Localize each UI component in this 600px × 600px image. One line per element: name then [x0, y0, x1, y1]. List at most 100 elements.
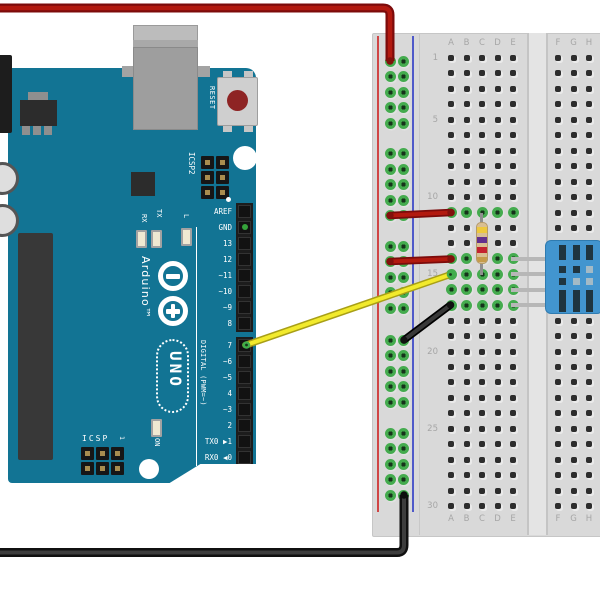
breadboard-hole [448, 194, 454, 201]
breadboard-hole [479, 503, 485, 510]
dht-vent-bar [559, 297, 566, 312]
breadboard-hole [510, 194, 516, 201]
dht11-lead [511, 256, 547, 261]
rail-hole [384, 55, 396, 67]
breadboard-hole [494, 55, 501, 61]
reset-button-tab [223, 71, 232, 78]
resistor-lead [480, 262, 483, 275]
breadboard-hole [586, 379, 592, 386]
breadboard-hole [586, 441, 592, 448]
breadboard-hole [494, 487, 501, 494]
header-pin [111, 447, 124, 460]
breadboard-hole [463, 317, 470, 324]
breadboard-hole [555, 163, 561, 170]
rail-hole [384, 86, 396, 98]
uno-badge [156, 339, 189, 413]
rail-hole [398, 458, 409, 470]
pin-label: AREF [213, 206, 232, 216]
column-letter: H [585, 38, 593, 48]
regulator-leg [44, 126, 52, 135]
breadboard-hole [586, 224, 592, 231]
rail-hole [398, 365, 409, 377]
header-pin [81, 462, 94, 475]
row-label: 5 [432, 114, 438, 125]
breadboard-hole [448, 132, 454, 139]
pin-label: 12 [222, 254, 232, 264]
breadboard-hole [510, 101, 516, 108]
rail-hole [384, 381, 396, 392]
breadboard-hole [570, 132, 577, 139]
breadboard-hole [448, 116, 454, 123]
pin-connected-dot [241, 224, 248, 230]
reset-button-cap[interactable] [227, 90, 248, 111]
breadboard-hole [494, 147, 501, 154]
breadboard-hole [463, 85, 470, 92]
rail-hole [384, 427, 396, 439]
dht-vent-hole [559, 289, 566, 297]
arduino-logo-plus-circle [158, 296, 188, 326]
breadboard-hole [570, 224, 577, 231]
breadboard-hole [494, 317, 501, 324]
header-pin-pad [115, 451, 120, 456]
column-letter: H [585, 514, 593, 524]
breadboard-hole [479, 116, 485, 123]
breadboard-hole [445, 268, 457, 280]
pin-socket [238, 204, 251, 218]
resistor[interactable] [476, 222, 488, 264]
breadboard-hole [555, 456, 561, 463]
breadboard-hole [555, 472, 561, 479]
breadboard-hole [448, 178, 454, 185]
reset-button-tab [244, 71, 253, 78]
pin-label: TX0 ▶1 [204, 436, 232, 446]
column-letter: A [448, 514, 454, 524]
pin-socket [238, 338, 251, 352]
breadboard-hole [479, 101, 485, 108]
rail-hole [398, 334, 409, 346]
breadboard-hole [555, 503, 561, 510]
breadboard-hole [586, 116, 592, 123]
breadboard-hole [476, 299, 488, 311]
breadboard-hole [448, 379, 454, 386]
breadboard-hole [476, 284, 488, 296]
rail-hole [398, 350, 409, 361]
breadboard-hole [479, 410, 485, 417]
breadboard-hole [448, 101, 454, 108]
dht11-sensor[interactable] [545, 240, 600, 314]
breadboard-hole [479, 163, 485, 170]
breadboard-hole [570, 348, 577, 355]
breadboard-hole [510, 85, 516, 92]
breadboard-hole [555, 116, 561, 123]
breadboard-hole [479, 70, 485, 77]
rail-hole [398, 102, 409, 113]
header-pin [111, 462, 124, 475]
rx-label: RX [140, 214, 148, 223]
pin-socket [238, 450, 251, 464]
rail-hole [384, 210, 396, 221]
digital-header-bottom [236, 336, 253, 466]
breadboard-hole [586, 410, 592, 417]
black-ground-wire[interactable] [0, 491, 409, 557]
rail-hole [384, 163, 396, 175]
breadboard-hole [445, 207, 457, 218]
rail-hole [384, 474, 396, 485]
breadboard-hole [586, 333, 592, 340]
dht11-lead [511, 303, 547, 308]
rail-hole [398, 271, 409, 283]
breadboard-hole [555, 101, 561, 108]
breadboard-hole [570, 456, 577, 463]
breadboard-hole [555, 85, 561, 92]
breadboard-hole [555, 55, 561, 61]
breadboard-hole [494, 410, 501, 417]
breadboard-hole [586, 394, 592, 401]
dht-vent-bar [586, 297, 593, 312]
breadboard-hole [479, 317, 485, 324]
breadboard-hole [448, 55, 454, 61]
voltage-regulator-tab [28, 92, 48, 101]
pin-label: 13 [222, 238, 232, 248]
rail-hole [398, 117, 409, 129]
breadboard-hole [494, 394, 501, 401]
breadboard-hole [510, 456, 516, 463]
pin-socket [238, 316, 251, 330]
breadboard-hole [494, 224, 501, 231]
breadboard-hole [463, 441, 470, 448]
